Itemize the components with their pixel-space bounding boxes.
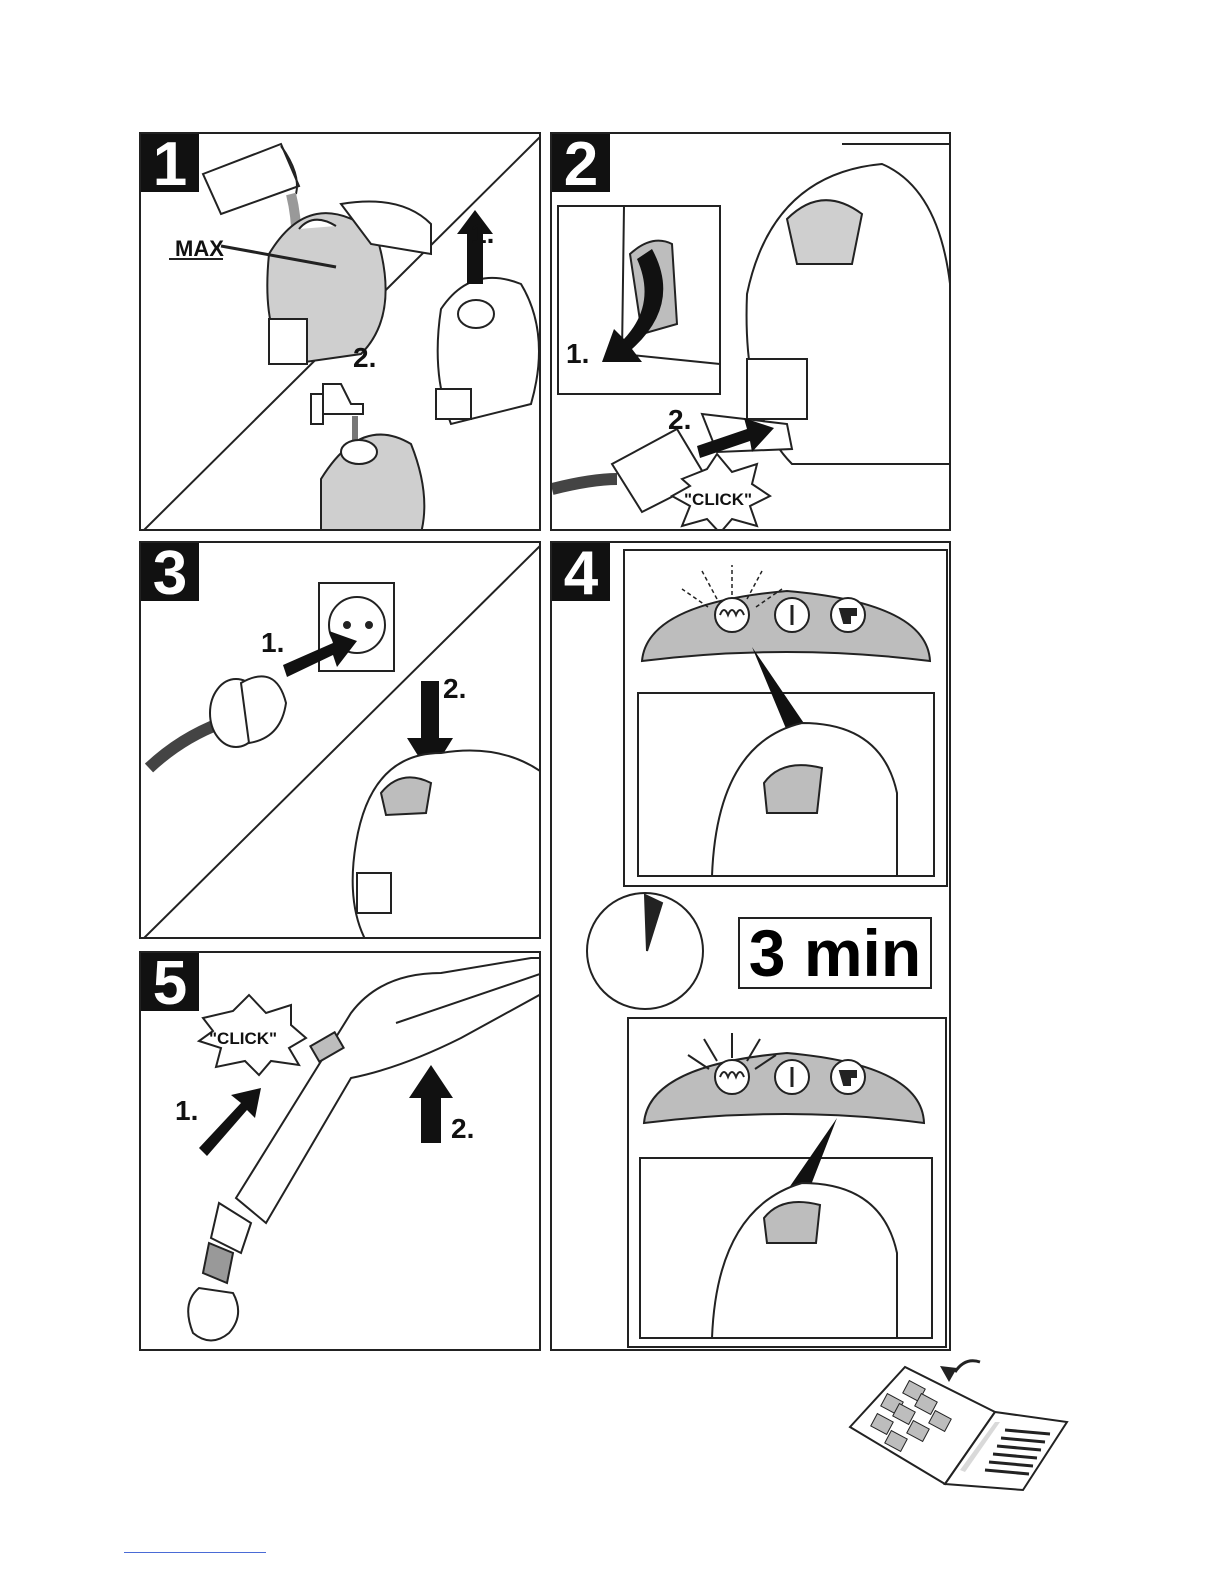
panel-3-illustration — [141, 543, 541, 939]
arrow-up-icon — [409, 1065, 453, 1143]
step-1-label: 1. — [261, 627, 284, 659]
manual-icon — [845, 1352, 1075, 1492]
panel-1: 1 — [139, 132, 541, 531]
steamer-main-icon — [747, 144, 951, 464]
step-1-label: 1. — [566, 338, 589, 370]
arrow-diag-icon — [199, 1088, 261, 1156]
steamer-bottom-icon — [321, 435, 424, 531]
timer-label: 3 min — [738, 917, 932, 989]
click-label: "CLICK" — [209, 1029, 277, 1049]
panel-3: 3 1. 2. — [139, 541, 541, 939]
wall-socket-icon — [319, 583, 394, 671]
panel-2-illustration — [552, 134, 951, 531]
hand-tool-icon — [236, 958, 541, 1223]
steamer-body-icon — [267, 202, 431, 365]
plug-icon — [149, 676, 286, 768]
click-label: "CLICK" — [684, 490, 752, 510]
clock-icon — [587, 893, 703, 1009]
brush-icon — [188, 1203, 251, 1341]
step-1-label: 1. — [175, 1095, 198, 1127]
step-2-label: 2. — [668, 404, 691, 436]
steamer-right-icon — [436, 278, 539, 424]
step-2-label: 2. — [451, 1113, 474, 1145]
power-icon — [775, 598, 809, 632]
step-2-label: 2. — [353, 342, 376, 374]
steam-icon — [831, 598, 865, 632]
max-label: MAX — [175, 236, 224, 262]
panel-4: 4 — [550, 541, 951, 1351]
step-1-label: 1. — [471, 218, 494, 250]
footer-rule — [124, 1552, 266, 1553]
step-2-label: 2. — [443, 673, 466, 705]
panel-5: 5 "CLICK" 1. 2. — [139, 951, 541, 1351]
panel-5-illustration — [141, 953, 541, 1351]
heating-indicator-icon — [715, 598, 749, 632]
steamer-icon — [353, 751, 541, 940]
jug-icon — [203, 144, 299, 214]
panel-2: 2 1. 2. "CLICK" — [550, 132, 951, 531]
panel-1-illustration — [141, 134, 541, 531]
